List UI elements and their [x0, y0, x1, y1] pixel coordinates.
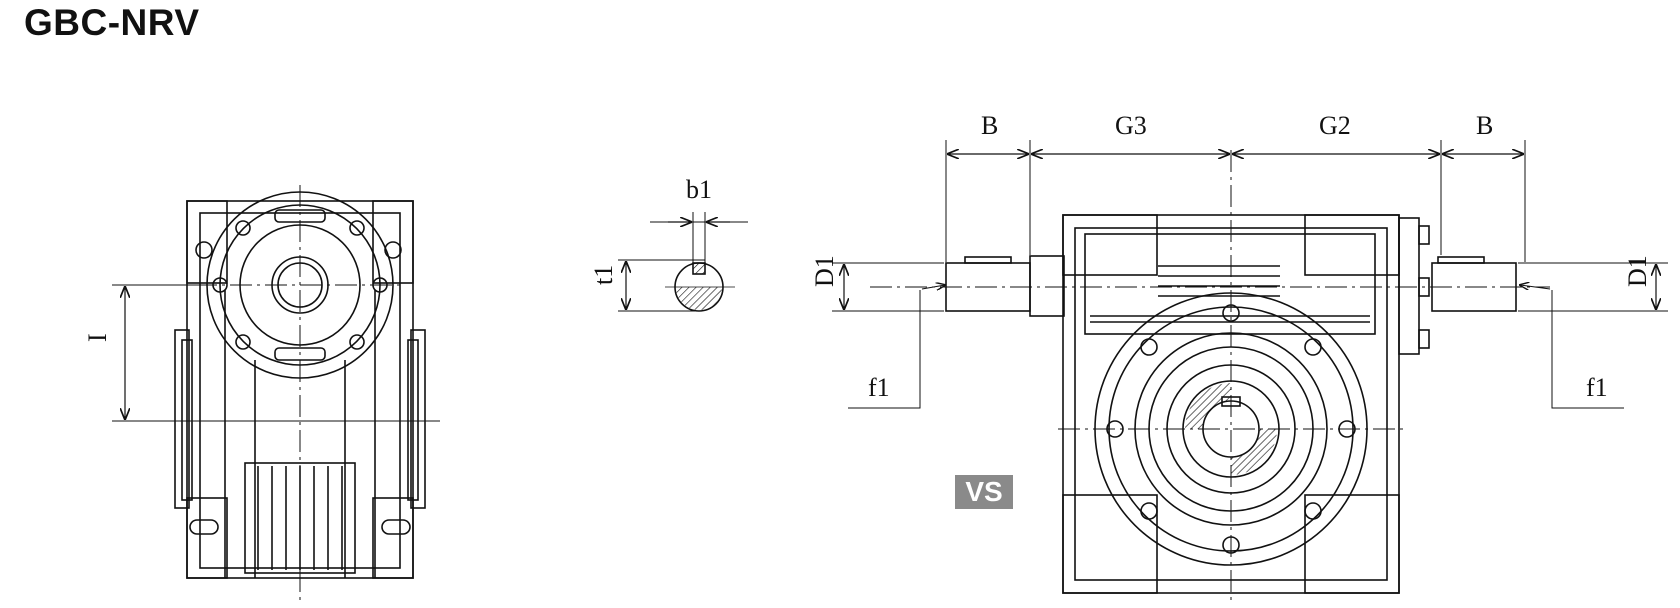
- dim-label-B-left: B: [981, 111, 998, 140]
- dim-label-b1: b1: [686, 175, 712, 204]
- dim-label-D1-left: D1: [810, 255, 839, 287]
- dim-label-D1-right: D1: [1623, 255, 1652, 287]
- dim-label-f1-right: f1: [1586, 373, 1608, 402]
- dim-label-t1: t1: [589, 265, 618, 285]
- dim-label-B-right: B: [1476, 111, 1493, 140]
- product-title: GBC-NRV: [24, 2, 200, 43]
- dim-label-G2: G2: [1319, 111, 1351, 140]
- side-view: [112, 185, 440, 600]
- dim-label-I: I: [83, 333, 112, 342]
- dim-label-G3: G3: [1115, 111, 1147, 140]
- vs-watermark: VS: [955, 475, 1013, 509]
- dim-label-f1-left: f1: [868, 373, 890, 402]
- front-view: [832, 140, 1668, 600]
- shaft-section: [618, 212, 748, 312]
